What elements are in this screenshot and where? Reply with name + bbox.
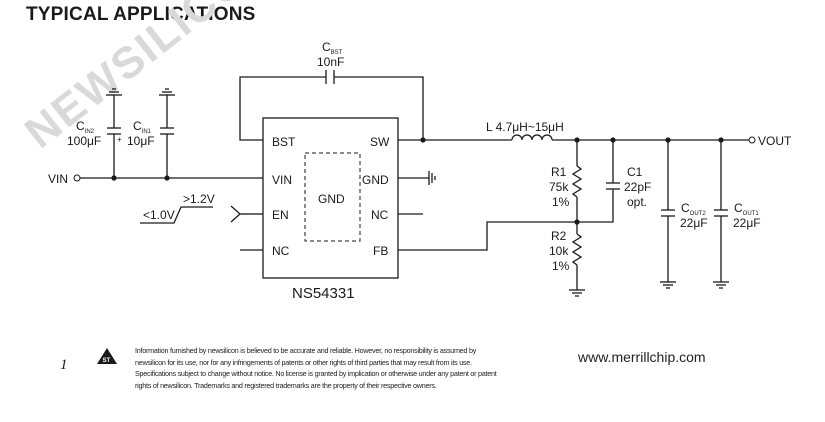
- c1-note: opt.: [627, 195, 647, 209]
- vin-label: VIN: [48, 172, 68, 186]
- website-link[interactable]: www.merrillchip.com: [578, 349, 706, 365]
- pin-vin: VIN: [272, 173, 292, 187]
- cin2-value: 100μF: [67, 134, 101, 148]
- r1-tol: 1%: [552, 195, 570, 209]
- cout1-value: 22μF: [733, 216, 761, 230]
- ic-center-label: GND: [318, 192, 345, 206]
- chip-name: NS54331: [292, 285, 355, 302]
- cbst-name: CBST: [322, 40, 343, 56]
- c1-name: C1: [627, 165, 643, 179]
- cin1-name: CIN1: [133, 119, 152, 135]
- en-high-label: >1.2V: [183, 192, 215, 206]
- c1-value: 22pF: [624, 180, 651, 194]
- en-low-label: <1.0V: [143, 208, 175, 222]
- r1-value: 75k: [549, 180, 569, 194]
- cout1-name: COUT1: [734, 201, 759, 217]
- pin-bst: BST: [272, 135, 296, 149]
- disclaimer-text: Information furnished by newsilicon is b…: [135, 346, 497, 390]
- vout-label: VOUT: [758, 134, 792, 148]
- cin2-plus: +: [117, 135, 122, 144]
- pin-en: EN: [272, 208, 289, 222]
- r1-name: R1: [551, 165, 567, 179]
- section-title: TYPICAL APPLICATIONS: [26, 4, 256, 25]
- cin1-value: 10μF: [127, 134, 155, 148]
- cbst-wiring: [239, 70, 424, 141]
- ic-body: [262, 117, 399, 279]
- pin-nc-left: NC: [272, 244, 290, 258]
- cin2-name: CIN2: [76, 119, 95, 135]
- vout-terminal-icon: [748, 136, 756, 144]
- cout2-value: 22μF: [680, 216, 708, 230]
- svg-text:ST: ST: [103, 358, 111, 364]
- r2-name: R2: [551, 229, 567, 243]
- en-wiring: [140, 205, 263, 224]
- gnd-pin-wiring: [398, 171, 436, 185]
- pin-sw: SW: [370, 135, 390, 149]
- page-number: 1: [60, 357, 68, 373]
- ic-exposed-pad: [304, 152, 361, 242]
- pin-nc-right: NC: [371, 208, 389, 222]
- cbst-value: 10nF: [317, 55, 344, 69]
- pin-fb: FB: [373, 244, 388, 258]
- feedback-network: [398, 140, 620, 297]
- r2-tol: 1%: [552, 259, 570, 273]
- cout2-name: COUT2: [681, 201, 706, 217]
- input-wiring: [73, 88, 263, 182]
- r2-value: 10k: [549, 244, 569, 258]
- vin-terminal-icon: [73, 174, 81, 182]
- inductor-label: L 4.7μH~15μH: [486, 120, 564, 134]
- pin-gnd: GND: [362, 173, 389, 187]
- logo-triangle-icon: ST: [97, 348, 117, 364]
- output-capacitors: [660, 140, 729, 289]
